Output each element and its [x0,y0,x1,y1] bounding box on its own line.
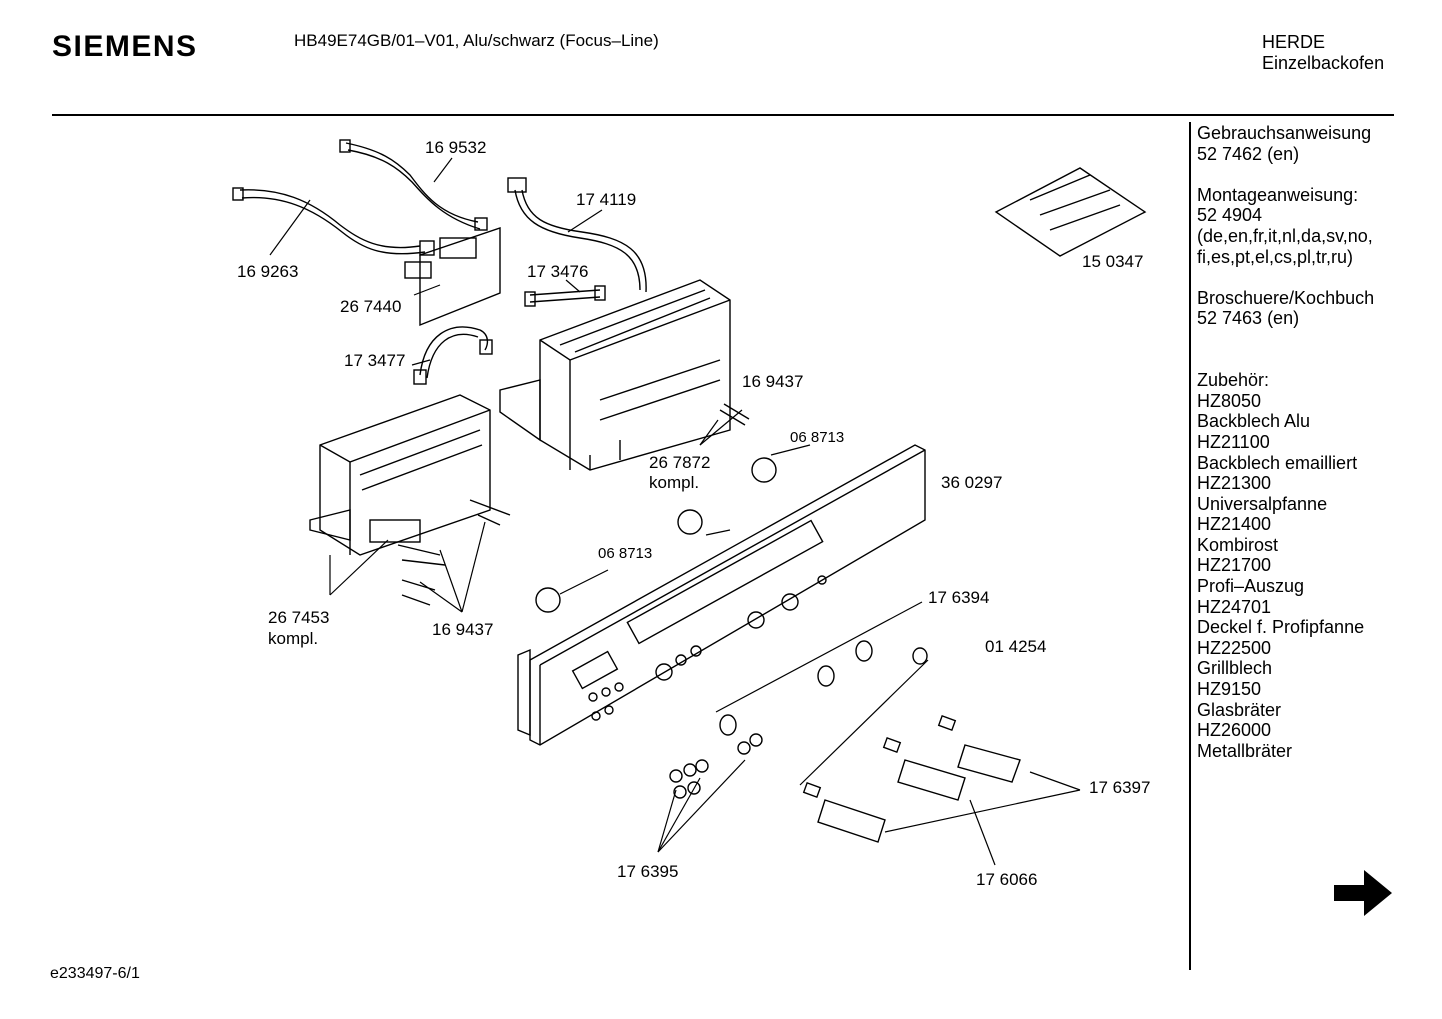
harness-169263 [232,187,435,256]
knob-shafts [802,715,1021,843]
sidebar-line: Gebrauchsanweisung [1197,123,1372,143]
plug-014254 [912,647,928,665]
category-block: HERDE Einzelbackofen [1262,32,1384,74]
sidebar-line: 52 7463 (en) [1197,308,1300,329]
sidebar-line: Backblech emailliert [1197,452,1358,473]
arrow-right-icon[interactable] [1334,870,1392,916]
part-label-p014254: 01 4254 [985,637,1047,656]
part-label-p267872k: kompl. [649,473,700,492]
rings-176394 [719,640,873,736]
sidebar-line: HZ21700 [1197,555,1272,576]
part-label-p169263: 16 9263 [237,262,299,281]
sidebar-line: Kombirost [1197,534,1279,555]
part-label-p176397: 17 6397 [1089,778,1151,797]
part-label-p267440: 26 7440 [340,297,402,316]
part-label-p169437b: 16 9437 [432,620,494,639]
sidebar-line: Glasbräter [1197,699,1282,720]
sidebar-line: Profi–Auszug [1197,576,1305,597]
sidebar-line: HZ21400 [1197,514,1272,535]
part-label-p068713a: 06 8713 [790,429,845,446]
part-label-p267453: 26 7453 [268,608,330,627]
part-label-p176395: 17 6395 [617,862,679,881]
part-label-p169437a: 16 9437 [742,372,804,391]
sidebar-line: Montageanweisung: [1197,184,1359,205]
sidebar-line: Universalpfanne [1197,493,1328,514]
pins-169437 [397,403,750,606]
fascia-panel-360297 [517,444,926,746]
sidebar-line: fi,es,pt,el,cs,pl,tr,ru) [1197,246,1354,267]
part-label-p267872: 26 7872 [649,453,711,472]
model-title: HB49E74GB/01–V01, Alu/schwarz (Focus–Lin… [294,31,659,50]
buttons-176395 [669,733,763,799]
screw-bag-150347 [994,167,1147,257]
module-267453 [309,394,491,556]
sidebar-line: HZ26000 [1197,720,1272,741]
sidebar-line: HZ21100 [1197,431,1270,452]
leader-lines [269,157,1081,866]
sidebar-line: Broschuere/Kochbuch [1197,287,1375,308]
part-label-p169532: 16 9532 [425,138,487,157]
sidebar-group: Montageanweisung:52 4904(de,en,fr,it,nl,… [1197,185,1374,267]
sidebar-line: HZ21300 [1197,473,1272,494]
sidebar-line: 52 7462 (en) [1197,143,1300,164]
subcategory-label: Einzelbackofen [1262,53,1385,73]
sidebar-line: HZ8050 [1197,390,1262,411]
sidebar-line: Zubehör: [1197,370,1270,391]
part-label-p173477: 17 3477 [344,351,406,370]
sidebar-line: Grillblech [1197,658,1273,679]
module-267872 [499,279,731,471]
sidebar-divider [1189,122,1191,970]
part-label-p267453k: kompl. [268,629,319,648]
part-label-p174119: 17 4119 [576,190,637,209]
sidebar-line: 52 4904 [1197,205,1263,226]
cable-174119 [507,177,647,293]
harness-169532 [339,139,488,231]
cable-173477 [413,326,493,385]
sidebar-line: HZ24701 [1197,596,1272,617]
sidebar-line: Backblech Alu [1197,411,1311,432]
part-label-p068713b: 06 8713 [598,545,653,562]
header-divider [52,114,1394,116]
sidebar-line: HZ22500 [1197,637,1272,658]
part-label-p173476: 17 3476 [527,262,589,281]
brand-logo: SIEMENS [52,30,198,63]
cable-173476 [524,285,606,307]
part-label-p176394: 17 6394 [928,588,990,607]
part-label-p150347: 15 0347 [1082,252,1144,271]
sidebar-line: Metallbräter [1197,740,1293,761]
knob-hub-068713 [535,457,777,613]
board-267440 [404,227,501,327]
part-label-p176066: 17 6066 [976,870,1038,889]
sidebar-line: HZ9150 [1197,679,1262,700]
sidebar-line: (de,en,fr,it,nl,da,sv,no, [1197,225,1373,246]
sidebar-line: Deckel f. Profipfanne [1197,617,1365,638]
drawing-reference: e233497-6/1 [50,965,140,982]
sidebar-line [1197,350,1374,371]
exploded-parts-diagram [232,139,1147,866]
part-label-p360297: 36 0297 [941,473,1003,492]
category-label: HERDE [1262,32,1326,52]
